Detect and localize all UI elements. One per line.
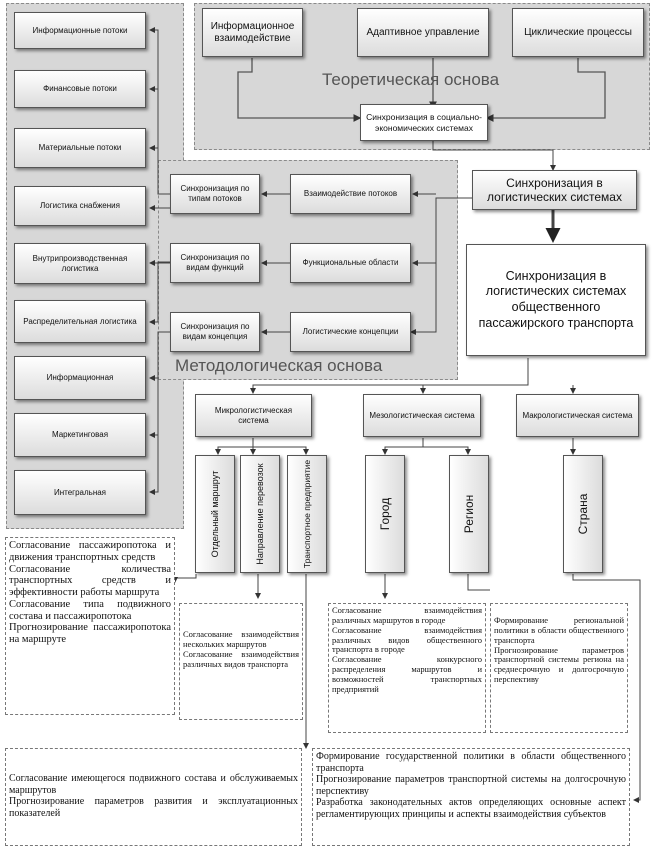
route-text-item: Согласование количества транспортных сре… <box>9 563 171 599</box>
enterprise-text-item: Прогнозирование параметров развития и эк… <box>9 796 298 819</box>
method-sync-box: Синхронизация по видам функций <box>170 243 260 283</box>
sub-box-region: Регион <box>449 455 489 573</box>
flow-label: Распределительная логистика <box>23 316 137 326</box>
sub-box-enterprise: Транспортное предприятие <box>287 455 327 573</box>
flow-box: Финансовые потоки <box>14 70 146 108</box>
method-box-label: Логистические концепции <box>302 327 399 337</box>
flow-label: Информационные потоки <box>32 25 128 35</box>
theory-sync-box: Синхронизация в социально-экономических … <box>360 104 488 141</box>
flow-box: Информационная <box>14 356 146 400</box>
sync-logistics-box: Синхронизация в логистических системах <box>472 170 637 210</box>
sync-logistics-label: Синхронизация в логистических системах <box>487 175 622 204</box>
macro-system-box: Макрологистическая система <box>516 394 639 437</box>
sub-box-city: Город <box>365 455 405 573</box>
enterprise-text-box: Согласование имеющегося подвижного соста… <box>5 748 302 846</box>
flow-box: Информационные потоки <box>14 12 146 49</box>
theory-title: Теоретическая основа <box>322 70 500 89</box>
enterprise-text-item: Согласование имеющегося подвижного соста… <box>9 773 298 796</box>
flow-label: Внутрипроизводственная логистика <box>32 253 128 273</box>
meso-system-label: Мезологистическая система <box>369 410 475 420</box>
flow-label: Финансовые потоки <box>43 84 117 94</box>
theory-box-label: Циклические процессы <box>524 26 632 38</box>
region-text-box: Формирование региональной политики в обл… <box>490 603 628 733</box>
route-text-item: Прогнозирование пассажиропотока на маршр… <box>9 622 171 645</box>
route-text-item: Согласование типа подвижного состава и п… <box>9 598 171 622</box>
flow-box: Материальные потоки <box>14 128 146 168</box>
sync-public-transport-label: Синхронизация в логистических системах о… <box>478 268 634 330</box>
country-text-item: Разработка законодательных актов определ… <box>316 797 626 820</box>
method-box-functional-areas: Функциональные области <box>290 243 411 283</box>
flow-box: Интегральная <box>14 470 146 515</box>
region-text-item: Прогнозирование параметров транспортной … <box>494 644 624 685</box>
method-box-flow-interaction: Взаимодействие потоков <box>290 174 411 214</box>
city-text-item: Согласование взаимодействия различных ви… <box>332 624 482 655</box>
sub-box-direction: Направление перевозок <box>240 455 280 573</box>
sub-box-label: Транспортное предприятие <box>302 459 312 569</box>
macro-system-label: Макрологистическая система <box>522 410 633 420</box>
direction-text-item: Согласование взаимодействия различных ви… <box>183 649 299 670</box>
sub-box-label: Страна <box>576 493 590 535</box>
city-text-item: Согласование конкурсного распределения м… <box>332 654 482 694</box>
theory-box-label: Адаптивное управление <box>366 26 480 38</box>
flow-label: Логистика снабжения <box>40 201 120 211</box>
sub-box-label: Регион <box>462 494 476 534</box>
method-box-logistics-concepts: Логистические концепции <box>290 312 411 352</box>
flow-box: Логистика снабжения <box>14 186 146 226</box>
flow-label: Материальные потоки <box>38 143 122 153</box>
flow-label: Информационная <box>46 373 114 383</box>
theory-sync-label: Синхронизация в социально-экономических … <box>366 112 482 133</box>
sync-public-transport-box: Синхронизация в логистических системах о… <box>466 244 646 356</box>
meso-system-box: Мезологистическая система <box>363 394 481 437</box>
sub-box-label: Направление перевозок <box>255 463 265 565</box>
method-sync-label: Синхронизация по видам концепция <box>180 322 250 341</box>
region-text-item: Формирование региональной политики в обл… <box>494 615 624 645</box>
micro-system-label: Микрологистическая система <box>214 405 293 425</box>
flow-label: Интегральная <box>53 487 107 497</box>
sub-box-country: Страна <box>563 455 603 573</box>
method-box-label: Функциональные области <box>302 258 399 268</box>
method-sync-box: Синхронизация по видам концепция <box>170 312 260 352</box>
country-text-box: Формирование государственной политики в … <box>312 748 630 846</box>
method-title: Методологическая основа <box>175 356 383 375</box>
country-text-item: Прогнозирование параметров транспортной … <box>316 774 626 797</box>
theory-box-information-interaction: Информационное взаимодействие <box>202 8 303 57</box>
direction-text-item: Согласование взаимодействия нескольких м… <box>183 629 299 650</box>
method-sync-label: Синхронизация по видам функций <box>180 253 250 272</box>
micro-system-box: Микрологистическая система <box>195 394 312 437</box>
sub-box-route: Отдельный маршрут <box>195 455 235 573</box>
theory-box-adaptive-control: Адаптивное управление <box>357 8 489 57</box>
method-sync-label: Синхронизация по типам потоков <box>180 184 250 203</box>
flow-box: Маркетинговая <box>14 413 146 457</box>
route-text-box: Согласование пассажиропотока и движения … <box>5 537 175 715</box>
flow-box: Распределительная логистика <box>14 300 146 343</box>
city-text-item: Согласование взаимодействия различных ма… <box>332 605 482 625</box>
route-text-item: Согласование пассажиропотока и движения … <box>9 540 171 563</box>
flow-box: Внутрипроизводственная логистика <box>14 243 146 284</box>
country-text-item: Формирование государственной политики в … <box>316 751 626 774</box>
theory-box-cyclic-processes: Циклические процессы <box>512 8 644 57</box>
sub-box-label: Город <box>378 497 392 531</box>
theory-box-label: Информационное взаимодействие <box>210 20 295 44</box>
method-box-label: Взаимодействие потоков <box>303 189 398 199</box>
city-text-box: Согласование взаимодействия различных ма… <box>328 603 486 733</box>
method-sync-box: Синхронизация по типам потоков <box>170 174 260 214</box>
direction-text-box: Согласование взаимодействия нескольких м… <box>179 603 303 720</box>
flow-label: Маркетинговая <box>51 430 109 440</box>
sub-box-label: Отдельный маршрут <box>210 470 220 558</box>
